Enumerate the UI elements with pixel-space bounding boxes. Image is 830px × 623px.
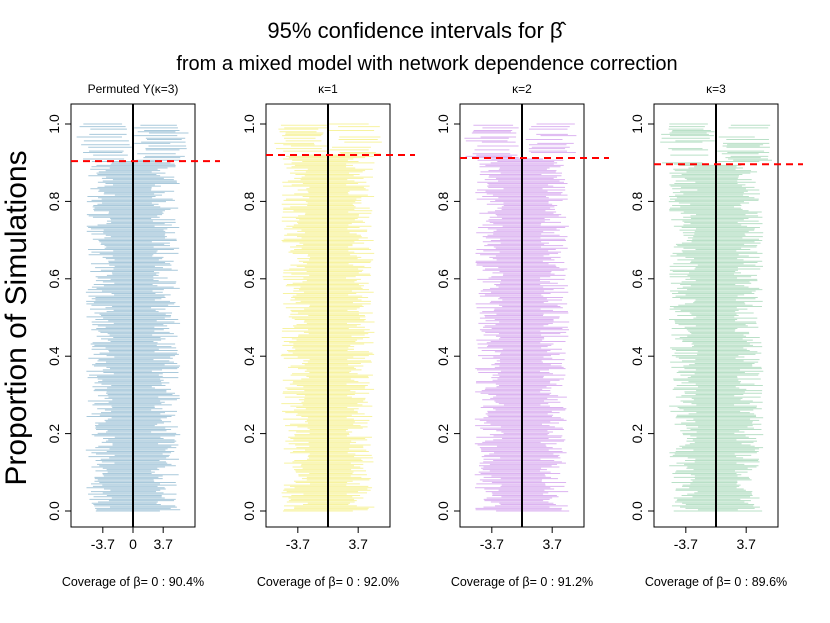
y-tick-label: 0.6 <box>629 269 645 289</box>
y-tick-label: 0.2 <box>46 424 62 444</box>
panels: 0.0 0.2 0.4 0.6 0.8 1.0 -3.7 0 3.7 Permuted Y(κ=3… <box>46 82 803 589</box>
figure-title-line1: 95% confidence intervals for β̂ <box>267 18 566 43</box>
y-tick-label: 0.0 <box>435 501 451 521</box>
y-axis-label: Proportion of Simulations <box>0 150 33 485</box>
x-tick-label: 0 <box>129 536 137 552</box>
coverage-caption: Coverage of β= 0 : 89.6% <box>645 575 787 589</box>
y-tick-label: 0.0 <box>241 501 257 521</box>
y-tick-label: 0.4 <box>46 346 62 366</box>
x-tick-label: -3.7 <box>674 536 698 552</box>
y-tick-label: 0.8 <box>435 191 451 211</box>
y-tick-label: 0.6 <box>241 269 257 289</box>
x-tick-label: 3.7 <box>542 536 562 552</box>
y-tick-label: 0.8 <box>46 191 62 211</box>
interval-segments <box>76 123 189 512</box>
panel-title: κ=1 <box>318 82 338 96</box>
coverage-caption: Coverage of β= 0 : 92.0% <box>257 575 399 589</box>
y-tick-label: 0.2 <box>629 424 645 444</box>
figure-title-line2: from a mixed model with network dependen… <box>176 53 677 75</box>
panel-title: Permuted Y(κ=3) <box>88 82 179 96</box>
y-tick-label: 1.0 <box>629 114 645 134</box>
y-tick-label: 1.0 <box>435 114 451 134</box>
x-tick-label: -3.7 <box>91 536 115 552</box>
x-tick-label: -3.7 <box>480 536 504 552</box>
coverage-caption: Coverage of β= 0 : 90.4% <box>62 575 204 589</box>
y-tick-label: 0.4 <box>629 346 645 366</box>
y-tick-label: 0.6 <box>435 269 451 289</box>
panel-1: 0.0 0.2 0.4 0.6 0.8 1.0 -3.7 0 3.7 Permuted Y(κ=3… <box>46 82 220 589</box>
y-tick-label: 0.2 <box>435 424 451 444</box>
y-tick-label: 0.4 <box>435 346 451 366</box>
panel-title: κ=3 <box>706 82 726 96</box>
interval-segments <box>464 123 577 512</box>
panel-title: κ=2 <box>512 82 532 96</box>
x-tick-label: 3.7 <box>736 536 756 552</box>
y-tick-label: 0.4 <box>241 346 257 366</box>
y-tick-label: 0.2 <box>241 424 257 444</box>
x-tick-label: 3.7 <box>153 536 173 552</box>
y-tick-label: 0.8 <box>629 191 645 211</box>
y-tick-label: 1.0 <box>46 114 62 134</box>
x-tick-label: 3.7 <box>348 536 368 552</box>
interval-segments <box>274 123 382 512</box>
coverage-caption: Coverage of β= 0 : 91.2% <box>451 575 593 589</box>
x-tick-label: -3.7 <box>286 536 310 552</box>
y-tick-label: 0.8 <box>241 191 257 211</box>
y-tick-label: 0.0 <box>46 501 62 521</box>
y-tick-label: 1.0 <box>241 114 257 134</box>
y-tick-label: 0.6 <box>46 269 62 289</box>
beta-hat-symbol: β̂ <box>550 18 567 43</box>
y-tick-label: 0.0 <box>629 501 645 521</box>
